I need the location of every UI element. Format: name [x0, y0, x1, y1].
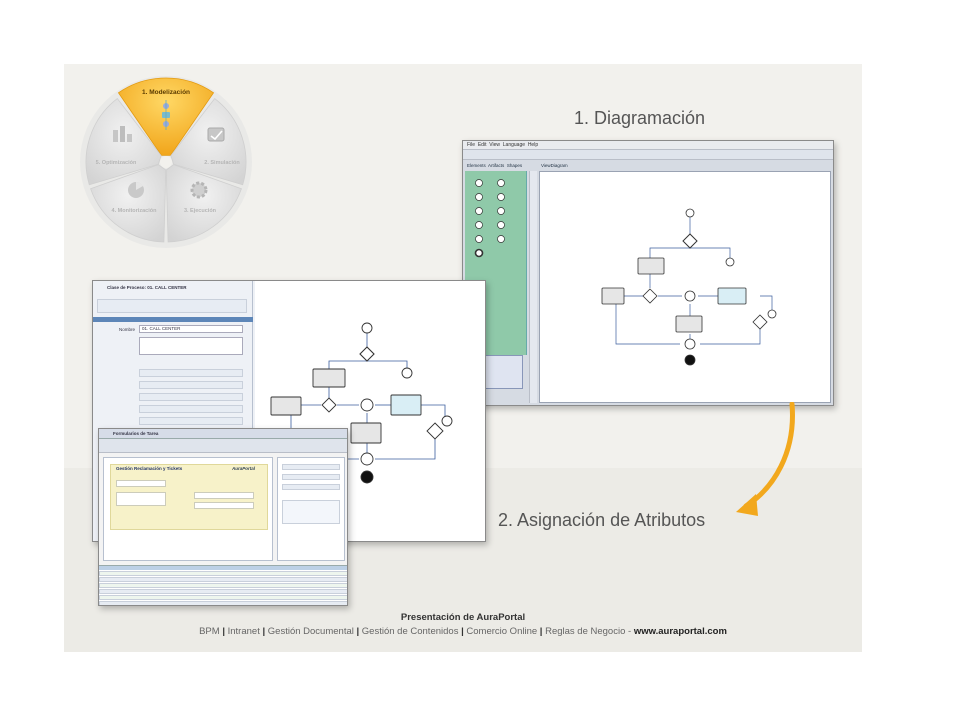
form-section-title: Gestión Reclamación y Tickets [116, 466, 183, 471]
attributes-window: Clase de Proceso: 01. CALL CENTER Nombre… [92, 280, 486, 542]
prop-row-2 [282, 474, 340, 480]
footer-dash: - [628, 626, 632, 637]
description-textarea[interactable] [139, 337, 243, 355]
form-field-4[interactable] [194, 502, 254, 509]
wheel-sector-4 [90, 164, 167, 243]
grid-row-6 [99, 601, 347, 605]
form-field-1[interactable] [116, 480, 166, 487]
footer-item-gestion-contenidos: Gestión de Contenidos [361, 626, 459, 637]
bpm-cycle-wheel: 1. Modelización 2. Simulación 3. Ejecuci… [80, 76, 252, 248]
canvas-tab[interactable]: ViewDiagram [541, 163, 568, 168]
diagram-canvas[interactable] [539, 171, 831, 403]
task-form-window: Formularios de Tarea Gestión Reclamación… [98, 428, 348, 606]
optimization-icon [113, 126, 132, 142]
prop-row-1 [282, 464, 340, 470]
monitoring-chart-icon [128, 181, 144, 198]
prop-list [282, 500, 340, 524]
grid-row-5 [99, 595, 347, 600]
brand-label: AuraPortal [232, 466, 256, 471]
row-5 [139, 417, 243, 425]
heading-diagramacion: 1. Diagramación [574, 108, 706, 128]
stage-label-monitorizacion: 4. Monitorización [112, 208, 158, 214]
curved-arrow [736, 402, 795, 516]
form-properties-panel [277, 457, 345, 561]
tab-shapes[interactable]: Shapes [506, 163, 523, 168]
footer-item-comercio-online: Comercio Online [466, 626, 538, 637]
wheel-sector-3 [165, 164, 242, 243]
stage-label-simulacion: 2. Simulación [204, 160, 240, 166]
form-field-3[interactable] [194, 492, 254, 499]
name-field-label: Nombre [119, 327, 136, 332]
footer-item-reglas-negocio: Reglas de Negocio [545, 626, 626, 637]
footer-item-gestion-documental: Gestión Documental [267, 626, 354, 637]
form-canvas[interactable]: Gestión Reclamación y Tickets AuraPortal [103, 457, 273, 561]
footer-title: Presentación de AuraPortal [400, 612, 526, 623]
diagram-menubar: File Edit View Language Help [463, 141, 833, 150]
execution-gear-icon [190, 181, 208, 199]
diagram-editor-window: File Edit View Language Help Elements Ar… [462, 140, 834, 406]
form-titlebar: Formularios de Tarea [99, 429, 347, 439]
minimap[interactable] [483, 355, 523, 389]
process-class-title: Clase de Proceso: 01. CALL CENTER [107, 285, 187, 290]
form-window-title: Formularios de Tarea [113, 431, 159, 436]
form-field-2[interactable] [116, 492, 166, 506]
form-header-strip [93, 317, 253, 322]
process-model-icon [162, 100, 170, 130]
menu-language[interactable]: Language [502, 142, 526, 148]
form-toolbar [99, 439, 347, 453]
row-4 [139, 405, 243, 413]
attribute-grid[interactable] [99, 565, 347, 605]
heading-asignacion: 2. Asignación de Atributos [498, 510, 706, 530]
grid-header [99, 566, 347, 570]
footer-url[interactable]: www.auraportal.com [633, 626, 727, 637]
stage-label-modelizacion: 1. Modelización [142, 89, 190, 96]
grid-row-2 [99, 577, 347, 582]
tab-elements[interactable]: Elements [467, 163, 486, 168]
tab-artifacts[interactable]: Artifacts [488, 163, 505, 168]
menu-help[interactable]: Help [527, 142, 539, 148]
slide: 1. Modelización 2. Simulación 3. Ejecuci… [64, 64, 862, 652]
prop-row-3 [282, 484, 340, 490]
footer-item-bpm: BPM [199, 626, 220, 637]
tool-strip [529, 171, 537, 403]
palette-tabs: Elements Artifacts Shapes [467, 163, 522, 168]
menu-edit[interactable]: Edit [477, 142, 487, 148]
row-2 [139, 381, 243, 389]
simulation-icon [207, 127, 225, 142]
row-1 [139, 369, 243, 377]
wheel-sector-2 [170, 97, 247, 186]
row-3 [139, 393, 243, 401]
footer-item-intranet: Intranet [227, 626, 260, 637]
palette-icons [474, 179, 505, 258]
grid-row-1 [99, 571, 347, 576]
bpmn-diagram [601, 208, 777, 366]
grid-row-4 [99, 589, 347, 594]
grid-row-3 [99, 583, 347, 588]
meta-box [97, 299, 247, 313]
menu-file[interactable]: File [467, 142, 476, 148]
footer-links: BPM | Intranet | Gestión Documental | Ge… [199, 626, 727, 637]
diagram-toolbar [463, 150, 833, 160]
stage-label-optimizacion: 5. Optimización [96, 160, 137, 166]
menu-view[interactable]: View [489, 142, 500, 148]
name-field-input[interactable]: 01. CALL CENTER [139, 325, 243, 333]
footer: Presentación de AuraPortal BPM | Intrane… [64, 612, 862, 637]
stage-label-ejecucion: 3. Ejecución [184, 208, 217, 214]
